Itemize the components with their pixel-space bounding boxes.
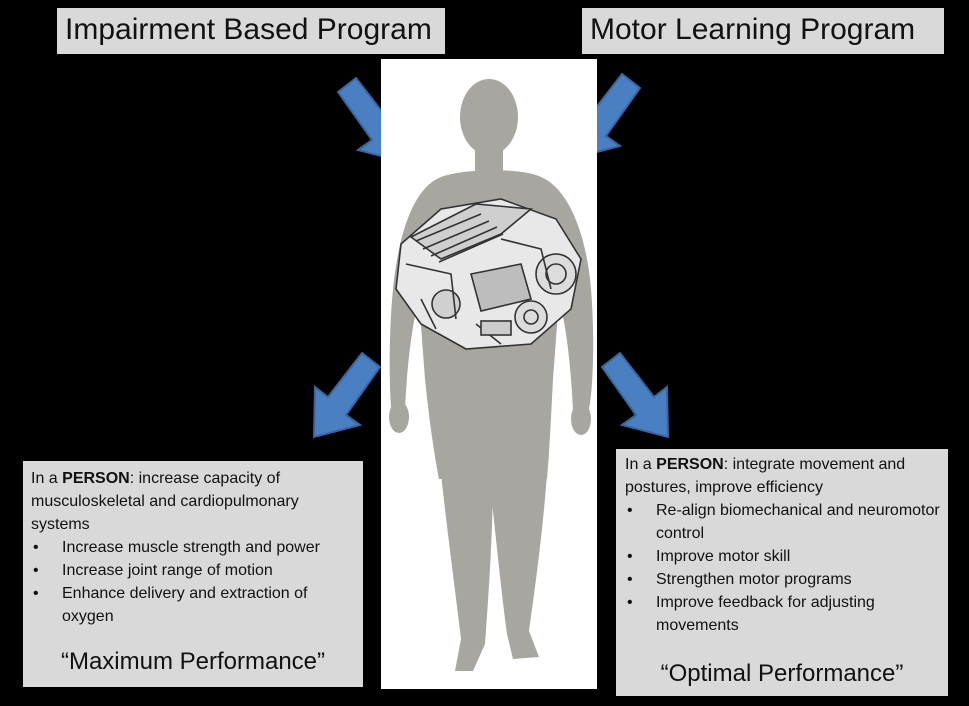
list-item: Strengthen motor programs [625, 568, 940, 591]
left-intro-text: In a PERSON: increase capacity of muscul… [31, 467, 355, 536]
left-bullet-list: Increase muscle strength and power Incre… [31, 536, 355, 628]
impairment-info-box: In a PERSON: increase capacity of muscul… [23, 461, 363, 687]
list-item: Re-align biomechanical and neuromotor co… [625, 499, 940, 545]
arrow-icon-bottom-left [312, 351, 382, 439]
right-intro-text: In a PERSON: integrate movement and post… [625, 453, 940, 499]
motor-learning-info-box: In a PERSON: integrate movement and post… [616, 449, 948, 696]
right-intro-rest: : integrate movement and postures, impro… [625, 456, 906, 496]
engine-icon [395, 198, 582, 350]
list-item: Enhance delivery and extraction of oxyge… [31, 582, 355, 628]
left-intro-bold: PERSON [62, 470, 130, 487]
list-item: Increase joint range of motion [31, 559, 355, 582]
optimal-performance-label: “Optimal Performance” [660, 660, 904, 687]
list-item: Increase muscle strength and power [31, 536, 355, 559]
list-item: Improve feedback for adjusting movements [625, 591, 940, 637]
motor-learning-program-title: Motor Learning Program [582, 8, 944, 54]
right-intro-prefix: In a [625, 456, 657, 473]
right-intro-bold: PERSON [656, 456, 724, 473]
right-bullet-list: Re-align biomechanical and neuromotor co… [625, 499, 940, 637]
impairment-program-title: Impairment Based Program [57, 8, 445, 54]
arrow-icon-bottom-right [600, 351, 670, 439]
list-item: Improve motor skill [625, 545, 940, 568]
person-silhouette-icon [389, 79, 594, 671]
left-intro-rest: : increase capacity of musculoskeletal a… [31, 470, 299, 533]
center-figure-panel [381, 59, 597, 689]
left-intro-prefix: In a [31, 470, 63, 487]
maximum-performance-label: “Maximum Performance” [60, 648, 326, 675]
